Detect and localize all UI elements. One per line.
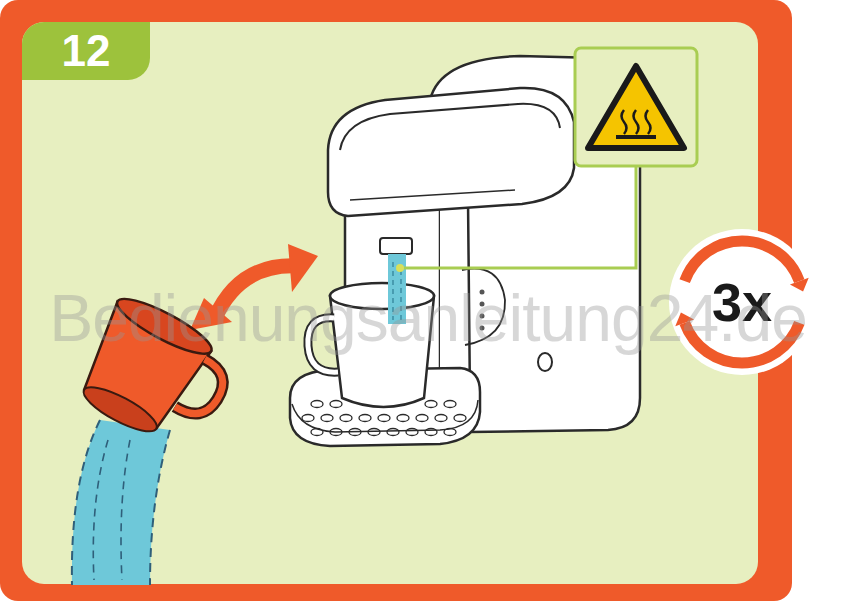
poured-water [72, 420, 170, 585]
tray-hole [349, 429, 361, 436]
tray-hole [416, 415, 428, 422]
leader-dot [396, 264, 404, 272]
tray-hole [311, 429, 323, 436]
tray-hole [425, 401, 437, 408]
hot-plate [616, 135, 656, 139]
step-number-tab: 12 [22, 22, 150, 80]
tray-hole [302, 415, 314, 422]
watermark: Bedienungsanleitung24.de [49, 280, 807, 356]
tray-hole [330, 429, 342, 436]
tray-hole [378, 415, 390, 422]
tray-hole [444, 401, 456, 408]
spout [380, 238, 412, 254]
warning-callout [575, 48, 697, 166]
head-lower-line [350, 190, 515, 200]
tray-hole [444, 429, 456, 436]
tray-hole [397, 415, 409, 422]
tray-hole [425, 429, 437, 436]
machine-head [328, 88, 574, 216]
water-lines [93, 440, 130, 580]
tray-hole [359, 415, 371, 422]
tray-hole [435, 415, 447, 422]
head-lid-line [340, 104, 560, 150]
tray-hole [311, 401, 323, 408]
tray-hole [368, 429, 380, 436]
hot-surface-symbol [588, 66, 684, 148]
tray-hole [406, 429, 418, 436]
tray-hole [340, 415, 352, 422]
tray-hole [330, 401, 342, 408]
water-edges [72, 420, 170, 585]
heat-waves [622, 110, 651, 134]
tray-hole [321, 415, 333, 422]
switch [538, 353, 552, 371]
tray-hole [387, 429, 399, 436]
step-number: 12 [62, 29, 111, 73]
tray-hole [454, 415, 466, 422]
leader-line [404, 166, 636, 268]
